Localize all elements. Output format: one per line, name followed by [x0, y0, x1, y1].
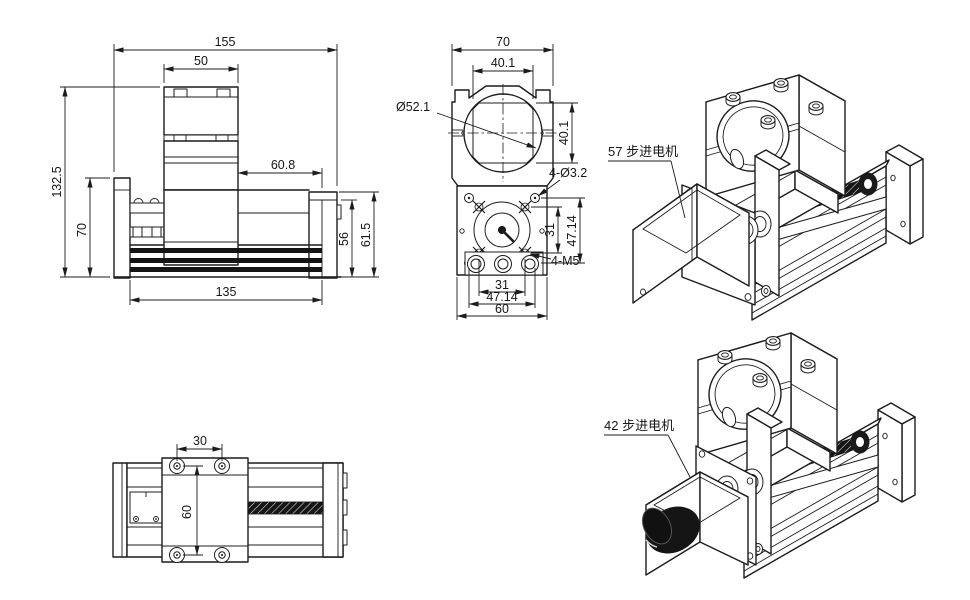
dim-end-opening-height: 40.1 [557, 121, 571, 145]
motor-shaft-knob [641, 506, 700, 554]
dim-front-base-height: 70 [75, 223, 89, 237]
end-view: 70 40.1 Ø52.1 40.1 4-Ø3.2 4-M5 31 47.14 [396, 35, 587, 320]
lead-screw-hatch [247, 501, 324, 515]
dim-end-opening-width: 40.1 [491, 56, 515, 70]
end-dimensions: 70 40.1 Ø52.1 40.1 4-Ø3.2 4-M5 31 47.14 [396, 35, 587, 320]
dim-top-carriage-width: 60 [180, 505, 194, 519]
dim-end-flange-width: 60 [495, 302, 509, 316]
iso-view-57: 57 步进电机 [608, 75, 923, 320]
dim-end-bore: Ø52.1 [396, 100, 430, 114]
stepper-motor-57 [632, 183, 759, 306]
front-dimensions: 155 50 132.5 70 60.8 56 61.5 [50, 35, 379, 305]
dim-end-tapped-holes: 4-M5 [551, 254, 580, 268]
dim-front-rail-height: 56 [337, 232, 351, 246]
top-view: 30 60 [112, 434, 348, 563]
dim-front-motor-width: 50 [194, 54, 208, 68]
dim-front-end-height: 61.5 [359, 223, 373, 247]
flange-bottom-holes [467, 255, 539, 273]
dim-end-body-width: 70 [496, 35, 510, 49]
dim-front-overall-height: 132.5 [50, 166, 64, 197]
front-view: 155 50 132.5 70 60.8 56 61.5 [50, 35, 379, 305]
dim-end-hole-spacing-h: 47.14 [486, 290, 517, 304]
iso-view-42: 42 步进电机 [604, 333, 915, 578]
top-dimensions: 30 60 [176, 434, 223, 556]
dim-end-hole-spacing-v: 47.14 [565, 215, 579, 246]
carriage-holes [169, 458, 230, 563]
dim-top-hole-spacing: 30 [193, 434, 207, 448]
dim-front-overall-width: 155 [215, 35, 236, 49]
dim-end-tap-spacing-h: 31 [495, 278, 509, 292]
dim-end-through-holes: 4-Ø3.2 [549, 166, 587, 180]
dim-front-rail-length: 135 [216, 285, 237, 299]
stepper-motor-42 [641, 445, 757, 576]
label-57-stepper: 57 步进电机 [608, 144, 678, 159]
dim-front-stroke: 60.8 [271, 158, 295, 172]
label-42-stepper: 42 步进电机 [604, 418, 674, 433]
dim-end-tap-spacing-v: 31 [543, 223, 557, 237]
